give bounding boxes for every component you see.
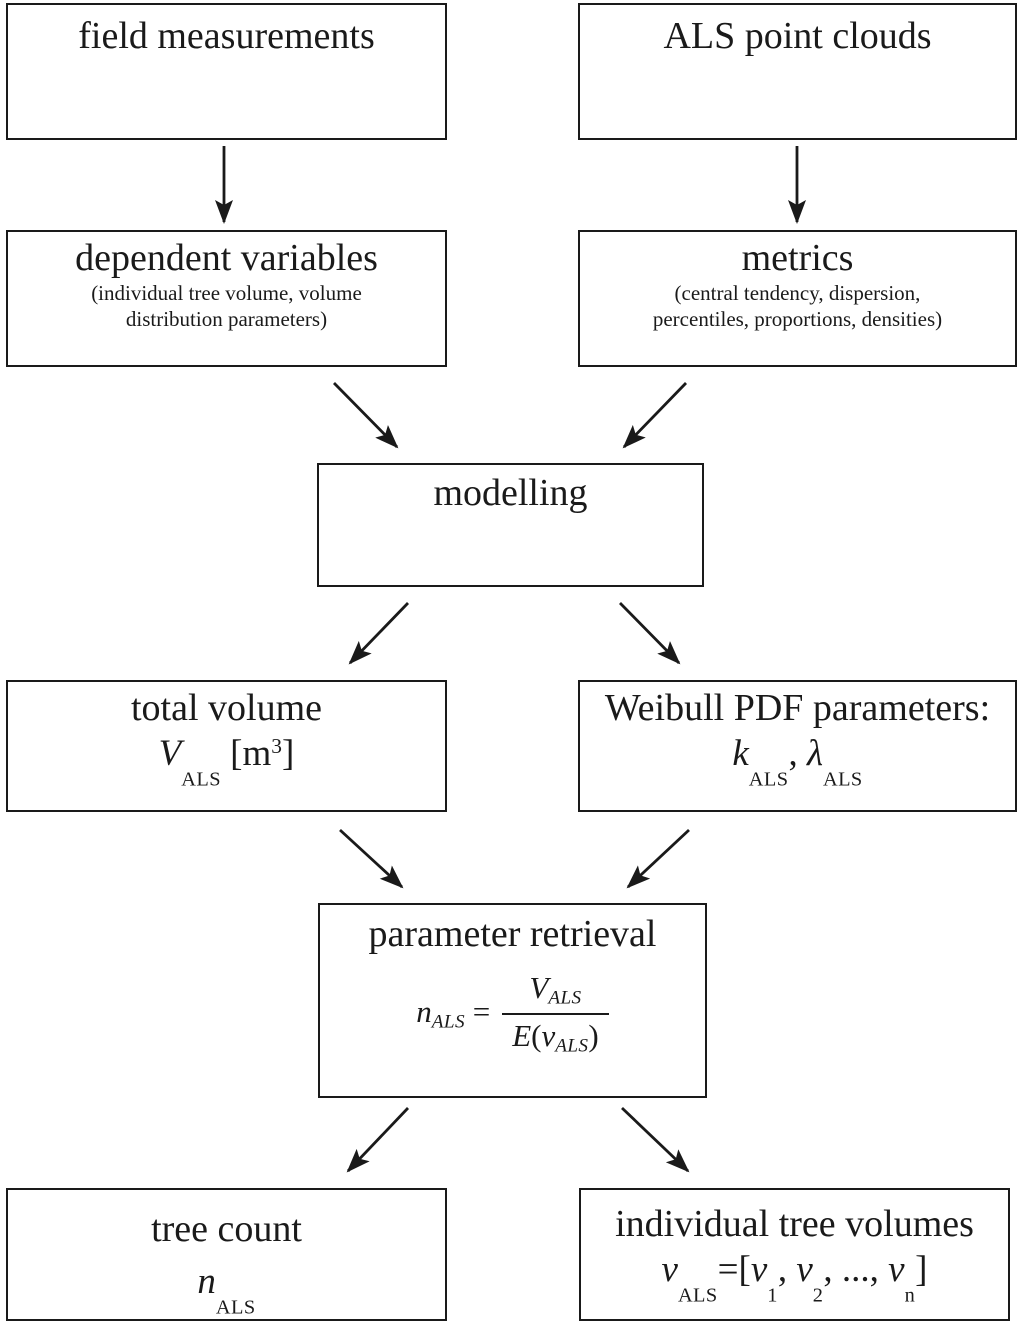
box-weibull-parameters: Weibull PDF parameters: kALS, λALS — [578, 680, 1017, 812]
expectation-symbol: E — [512, 1017, 532, 1053]
metrics-title: metrics — [741, 237, 854, 279]
weibull-parameters-symbols: kALS, λALS — [580, 733, 1015, 792]
numerator-subscript: ALS — [548, 986, 582, 1008]
v1-symbol: v — [750, 1248, 768, 1290]
comma-1: , — [777, 1248, 797, 1290]
arrow-param-to-treecount — [346, 1107, 410, 1173]
field-measurements-title: field measurements — [78, 15, 375, 57]
k-symbol: k — [732, 732, 749, 774]
box-total-volume: total volume VALS [m3] — [6, 680, 447, 812]
unit-close: ] — [282, 732, 295, 774]
v-als-numerator: V — [529, 969, 549, 1005]
arrow-weibull-to-param — [626, 828, 690, 889]
n-subscript: ALS — [431, 1011, 465, 1033]
equals-sign: = — [464, 993, 491, 1029]
dependent-variables-subtitle-line2: distribution parameters) — [125, 306, 328, 331]
arrow-modelling-to-weibull — [619, 602, 681, 665]
box-individual-tree-volumes: individual tree volumes vALS=[v1, v2, ..… — [579, 1188, 1010, 1321]
tree-count-symbol: nALS — [8, 1261, 445, 1320]
vn-subscript: n — [904, 1283, 916, 1306]
box-metrics: metrics (central tendency, dispersion, p… — [578, 230, 1017, 367]
unit-open: [m — [220, 732, 272, 774]
lambda-symbol: λ — [806, 732, 823, 774]
lambda-subscript: ALS — [822, 767, 863, 790]
modelling-title: modelling — [433, 472, 588, 514]
dependent-variables-title: dependent variables — [75, 237, 378, 279]
v-subscript: ALS — [181, 767, 221, 790]
als-point-clouds-title: ALS point clouds — [663, 15, 932, 57]
metrics-subtitle-line2: percentiles, proportions, densities) — [652, 306, 943, 331]
fraction-denominator: E(vALS) — [502, 1012, 609, 1057]
n-subscript: ALS — [215, 1295, 256, 1318]
comma: , — [788, 732, 807, 774]
v1-subscript: 1 — [767, 1283, 778, 1306]
individual-tree-volumes-title: individual tree volumes — [615, 1203, 974, 1245]
paren-open: ( — [531, 1017, 542, 1053]
fraction: VALS E(vALS) — [502, 970, 609, 1058]
arrow-dependent-to-modelling — [333, 382, 399, 449]
total-volume-title: total volume — [130, 687, 323, 729]
v-als-subscript: ALS — [677, 1283, 718, 1306]
box-parameter-retrieval: parameter retrieval nALS = VALS E(vALS) — [318, 903, 707, 1098]
denominator-subscript: ALS — [555, 1035, 589, 1057]
v-symbol: V — [158, 732, 182, 774]
arrow-metrics-to-modelling — [622, 382, 688, 449]
arrow-total-to-param — [339, 828, 404, 889]
n-symbol: n — [197, 1260, 216, 1302]
close-bracket: ] — [915, 1248, 928, 1290]
v-als-denominator: v — [541, 1017, 556, 1053]
box-dependent-variables: dependent variables (individual tree vol… — [6, 230, 447, 367]
arrow-modelling-to-total — [348, 602, 410, 665]
metrics-subtitle-line1: (central tendency, dispersion, — [674, 280, 921, 305]
v2-subscript: 2 — [812, 1283, 824, 1306]
v-als-symbol: v — [661, 1248, 678, 1290]
total-volume-symbol: VALS [m3] — [8, 733, 445, 792]
equation-lhs: nALS = — [416, 994, 490, 1033]
weibull-parameters-title: Weibull PDF parameters: — [604, 687, 991, 729]
box-als-point-clouds: ALS point clouds — [578, 3, 1017, 140]
ellipsis: , ..., — [823, 1248, 889, 1290]
dependent-variables-subtitle-line1: (individual tree volume, volume — [91, 280, 362, 305]
n-als-equation: nALS = VALS E(vALS) — [320, 970, 705, 1058]
unit-exponent: 3 — [271, 733, 283, 758]
v2-symbol: v — [796, 1248, 813, 1290]
tree-count-title: tree count — [151, 1208, 302, 1250]
n-symbol: n — [416, 993, 432, 1029]
parameter-retrieval-title: parameter retrieval — [368, 913, 657, 955]
k-subscript: ALS — [748, 767, 789, 790]
equals-bracket: =[ — [717, 1248, 751, 1290]
box-field-measurements: field measurements — [6, 3, 447, 140]
individual-tree-volumes-vector: vALS=[v1, v2, ..., vn] — [581, 1249, 1008, 1308]
box-tree-count: tree count nALS — [6, 1188, 447, 1321]
box-modelling: modelling — [317, 463, 704, 587]
arrow-param-to-individual — [621, 1106, 690, 1173]
paren-close: ) — [588, 1017, 599, 1053]
fraction-numerator: VALS — [502, 970, 609, 1013]
vn-symbol: v — [888, 1248, 905, 1290]
